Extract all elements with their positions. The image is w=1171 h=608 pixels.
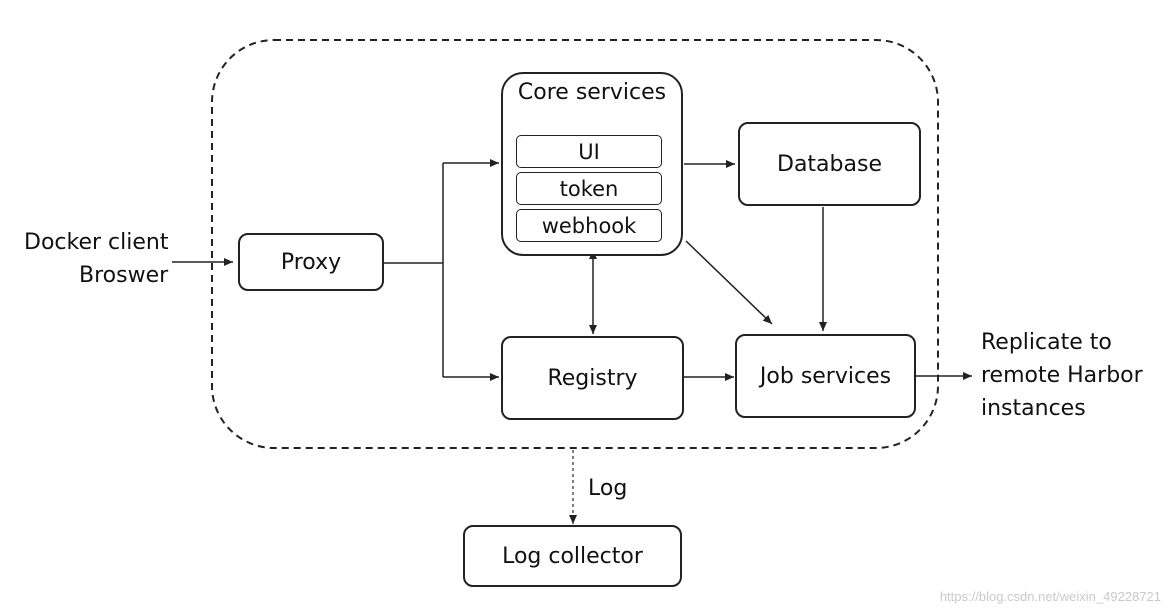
- core-item-ui: UI: [516, 135, 662, 168]
- client-label-line2: Broswer: [79, 263, 169, 288]
- replicate-label-line3: instances: [981, 396, 1086, 421]
- core-services-title: Core services: [517, 80, 667, 105]
- replicate-label-line1: Replicate to: [981, 330, 1112, 355]
- log-label: Log: [588, 476, 628, 501]
- client-label-line1: Docker client: [24, 230, 169, 255]
- database-box: Database: [738, 122, 921, 206]
- harbor-boundary: [211, 39, 939, 449]
- core-item-token: token: [516, 172, 662, 205]
- edge-core-job: [685, 240, 773, 325]
- registry-box: Registry: [501, 336, 684, 420]
- core-item-webhook: webhook: [516, 209, 662, 242]
- log-collector-box: Log collector: [463, 525, 682, 587]
- replicate-label-line2: remote Harbor: [981, 363, 1143, 388]
- watermark: https://blog.csdn.net/weixin_49228721: [939, 589, 1161, 604]
- proxy-box: Proxy: [238, 233, 384, 291]
- job-services-box: Job services: [735, 334, 916, 418]
